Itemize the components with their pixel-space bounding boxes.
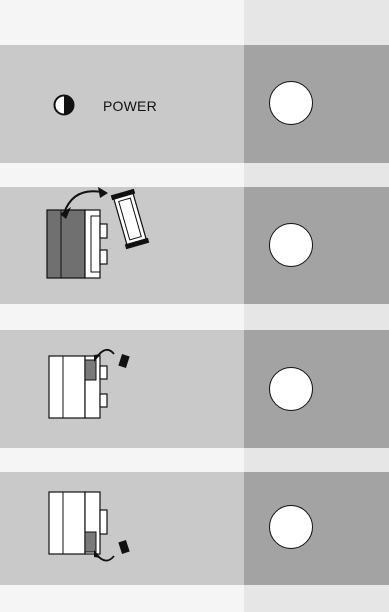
cartridge-swap-row <box>0 187 389 304</box>
top-latch-row-left-cell <box>0 330 244 448</box>
top-latch-row-right-cell <box>244 330 389 448</box>
bottom-latch-open-icon <box>48 491 130 562</box>
bottom-latch-row-left-cell <box>0 472 244 585</box>
power-row-right-cell <box>244 45 389 163</box>
bottom-latch-row <box>0 472 389 585</box>
cartridge-swap-row-right-cell <box>244 187 389 304</box>
top-latch-row <box>0 330 389 448</box>
power-row: POWER <box>0 45 389 163</box>
bottom-latch-row-right-cell <box>244 472 389 585</box>
cartridge-swap-indicator-button[interactable] <box>269 223 313 267</box>
half-filled-circle-icon <box>53 94 75 116</box>
power-indicator-button[interactable] <box>269 81 313 125</box>
cartridge-swap-icon <box>46 187 150 279</box>
power-row-left-cell <box>0 45 244 163</box>
top-latch-open-icon <box>48 348 130 419</box>
power-label: POWER <box>103 98 157 114</box>
bottom-latch-indicator-button[interactable] <box>269 505 313 549</box>
top-latch-indicator-button[interactable] <box>269 367 313 411</box>
